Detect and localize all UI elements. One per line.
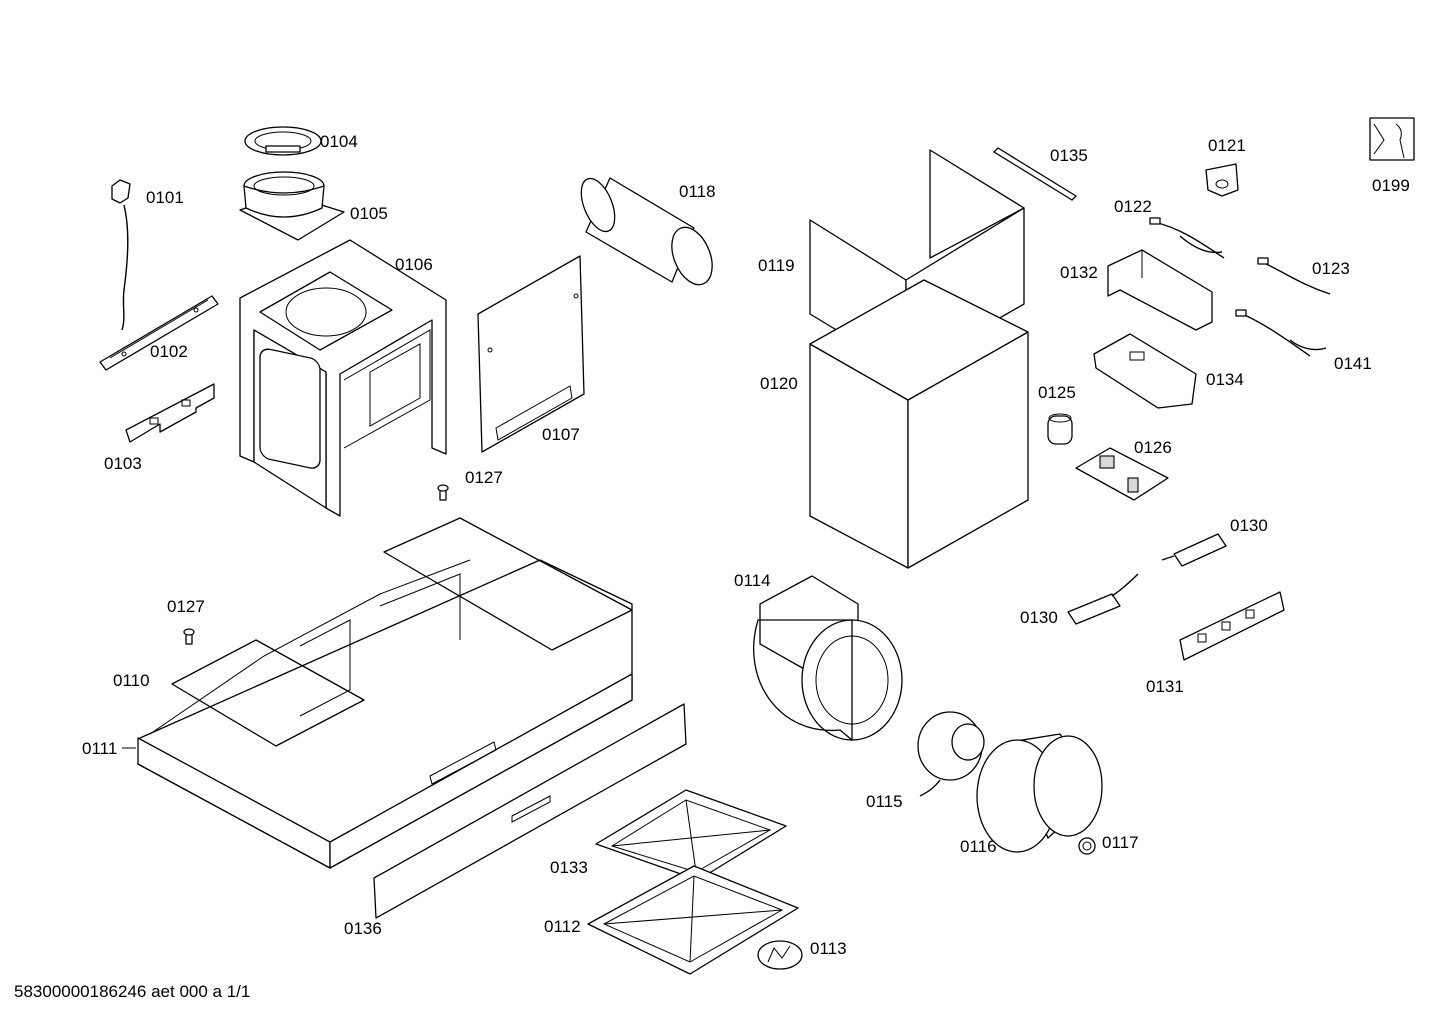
cable-harness-drawing (1235, 309, 1327, 357)
part-label-0105: 0105 (350, 204, 388, 223)
electronics-box-drawing (1093, 333, 1197, 409)
power-cord-drawing (111, 179, 131, 331)
part-label-0136: 0136 (344, 919, 382, 938)
grease-filter-drawing-b (587, 865, 799, 975)
part-label-0131: 0131 (1146, 677, 1184, 696)
air-outlet-flange-drawing (239, 171, 345, 241)
housing-frame-drawing (239, 239, 447, 517)
part-label-0114: 0114 (734, 571, 771, 590)
part-label-0127-lower: 0127 (167, 597, 205, 616)
bracket-strip-drawing (99, 295, 219, 371)
bracket-plate-drawing (125, 383, 215, 443)
screw-drawing-a (437, 484, 449, 501)
sensor-board-drawing-b (1067, 573, 1139, 625)
part-label-0116: 0116 (960, 837, 997, 856)
part-label-0133: 0133 (550, 858, 588, 877)
part-label-0110: 0110 (113, 671, 150, 690)
part-label-0119: 0119 (758, 256, 795, 275)
part-label-0141: 0141 (1334, 354, 1372, 373)
electronics-cover-drawing (1107, 249, 1213, 331)
blower-housing-drawing (753, 575, 903, 741)
part-label-0126: 0126 (1134, 438, 1172, 457)
part-label-0121: 0121 (1208, 136, 1246, 155)
part-label-0199: 0199 (1372, 176, 1410, 195)
part-label-0118: 0118 (679, 182, 716, 201)
circuit-board-drawing (1075, 447, 1169, 501)
part-label-0113: 0113 (810, 939, 847, 958)
part-label-0130-upper: 0130 (1230, 516, 1268, 535)
sensor-board-drawing-a (1161, 533, 1227, 567)
part-label-0115: 0115 (866, 792, 903, 811)
part-label-0125: 0125 (1038, 383, 1076, 402)
grease-filter-drawing-a (595, 789, 787, 881)
part-label-0107: 0107 (542, 425, 580, 444)
part-label-0103: 0103 (104, 454, 142, 473)
fan-motor-drawing (917, 711, 985, 797)
nut-drawing (1078, 837, 1096, 855)
document-footer-code: 58300000186246 aet 000 a 1/1 (14, 982, 251, 1001)
trim-strip-drawing (373, 703, 687, 919)
part-label-0134: 0134 (1206, 370, 1244, 389)
part-label-0112: 0112 (544, 917, 581, 936)
holder-clip-drawing (1205, 163, 1239, 197)
part-label-0120: 0120 (760, 374, 798, 393)
cable-assembly-drawing (1149, 217, 1225, 259)
part-label-0130-lower: 0130 (1020, 608, 1058, 627)
ring-clamp-drawing (244, 126, 322, 156)
part-label-0102: 0102 (150, 342, 188, 361)
control-strip-drawing (1179, 591, 1285, 661)
part-label-0106: 0106 (395, 255, 433, 274)
part-label-0117: 0117 (1102, 833, 1139, 852)
capacitor-drawing (1047, 413, 1073, 445)
duct-cylinder-drawing (580, 177, 713, 286)
part-label-0132: 0132 (1060, 263, 1098, 282)
lower-chimney-drawing (809, 279, 1029, 569)
screw-drawing-b (183, 628, 195, 645)
service-wrench-drawing (1369, 117, 1415, 161)
impeller-wheel-drawing (976, 733, 1103, 853)
canopy-body-drawing (137, 559, 633, 869)
part-label-0111: 0111 (82, 739, 118, 758)
filter-clip-drawing (757, 940, 803, 970)
part-label-0101: 0101 (146, 188, 184, 207)
part-label-0122: 0122 (1114, 197, 1152, 216)
side-panel-drawing (477, 255, 585, 453)
part-label-0135: 0135 (1050, 146, 1088, 165)
part-label-0123: 0123 (1312, 259, 1350, 278)
part-label-0127-upper: 0127 (465, 468, 503, 487)
part-label-0104: 0104 (320, 132, 358, 151)
short-cable-drawing (1257, 257, 1331, 295)
rod-cable-drawing (993, 147, 1077, 201)
